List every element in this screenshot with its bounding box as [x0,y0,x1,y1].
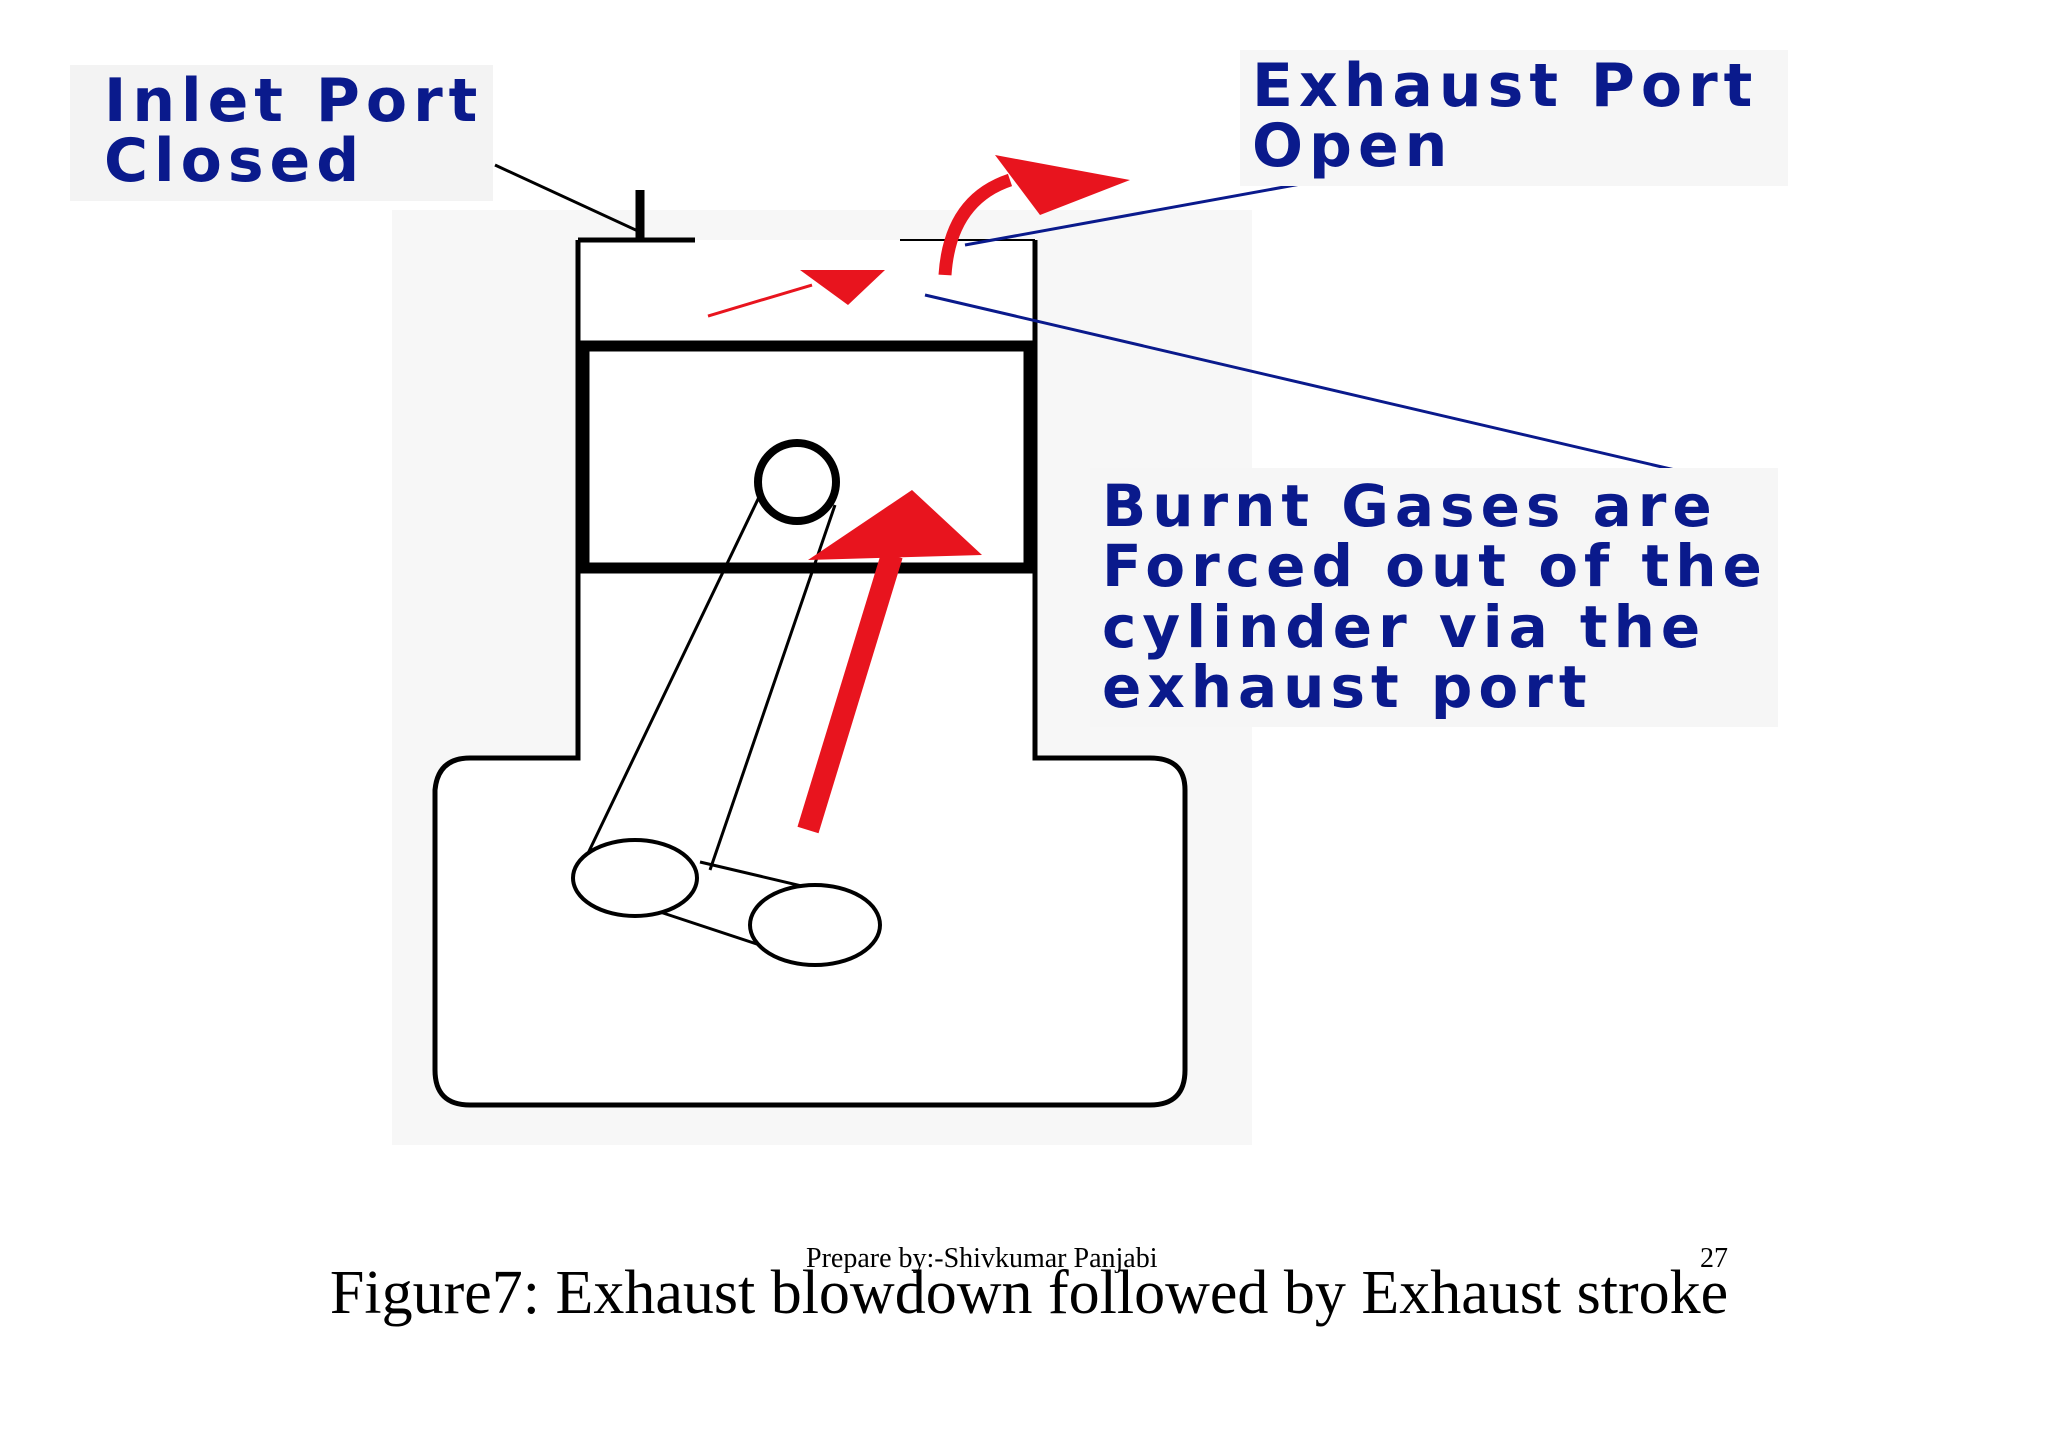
burnt-label-line-2: Forced out of the [1102,532,1768,601]
inlet-label-line-1: Inlet Port [104,66,484,136]
connecting-rod-edge [578,494,762,871]
footer-credit: Prepare by:-Shivkumar Panjabi [806,1243,1158,1274]
gas-flow-line [707,283,813,318]
exhaust-port-label: Exhaust Port Open [1240,50,1789,186]
piston-motion-shaft [797,551,903,834]
gas-flow-arrowhead [800,270,885,305]
exhaust-leader-line [964,173,1351,247]
piston-motion-arrowhead [808,490,982,560]
crank-pin [571,838,699,918]
burnt-leader-line [924,293,1676,472]
inlet-port-label: Inlet Port Closed [70,65,494,201]
exhaust-label-line-1: Exhaust Port [1252,51,1759,121]
connecting-rod-edge [708,504,837,871]
burnt-label-line-1: Burnt Gases are [1102,472,1718,540]
burnt-label-line-3: cylinder via the [1102,592,1707,661]
gudgeon-pin [754,439,840,525]
inlet-leader-line [494,163,641,234]
figure-caption-text: Figure7: Exhaust blowdown followed by Ex… [329,1259,1729,1327]
inlet-label-line-2: Closed [104,126,366,196]
page-number: 27 [1700,1243,1728,1274]
exhaust-label-line-2: Open [1252,111,1454,181]
burnt-gases-label: Burnt Gases are Forced out of the cylind… [1090,468,1778,728]
exhaust-flow-curve [938,173,1013,276]
burnt-label-line-4: exhaust port [1102,652,1593,721]
exhaust-flow-arrowhead [995,155,1130,215]
crankshaft [748,883,882,967]
figure-caption: Figure7: Exhaust blowdown followed by Ex… [0,1258,2048,1329]
